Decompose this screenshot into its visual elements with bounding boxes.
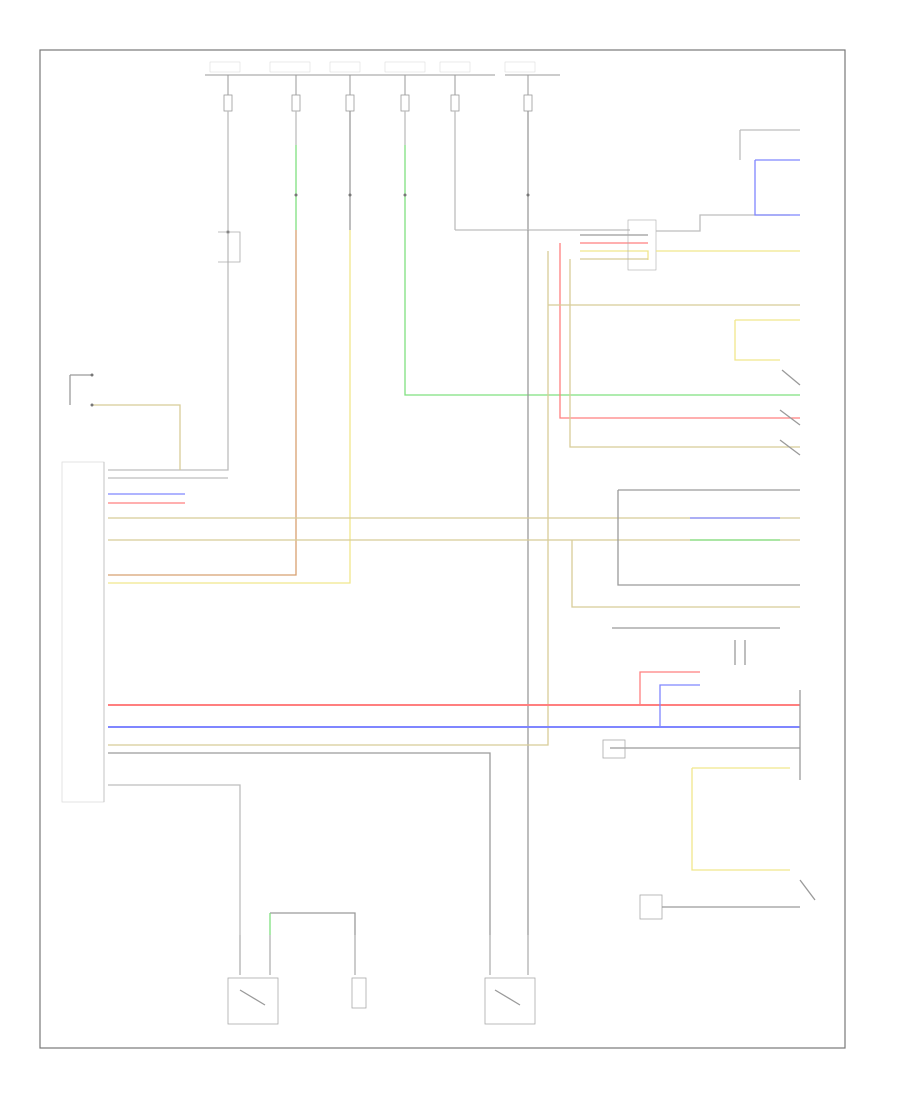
fuse-drops (227, 75, 529, 95)
diagram-frame (39, 49, 846, 1049)
ecu-pin-wires (108, 477, 800, 935)
rear-door-switch (548, 304, 801, 456)
glove-box-switch (602, 739, 816, 920)
fuse-feed-wires (227, 111, 529, 280)
rear-compartment-switch (484, 977, 536, 1025)
main-wires (108, 229, 800, 935)
luggage-switch (227, 912, 367, 1025)
passenger-door-lines (571, 489, 800, 608)
bottom-terminals (239, 935, 529, 975)
driver-door-lines (612, 627, 780, 727)
connector-dots (294, 193, 530, 197)
red-rear-wire (108, 243, 800, 746)
body-ecu-connector (61, 461, 105, 803)
fuse-symbols (223, 94, 533, 112)
junction-block (580, 214, 800, 271)
fuse-box-left (218, 230, 241, 263)
remote-sensor (610, 690, 801, 871)
stop-light-switch (739, 129, 800, 216)
top-fuse-row (209, 61, 536, 73)
door-switch-left (69, 373, 181, 470)
